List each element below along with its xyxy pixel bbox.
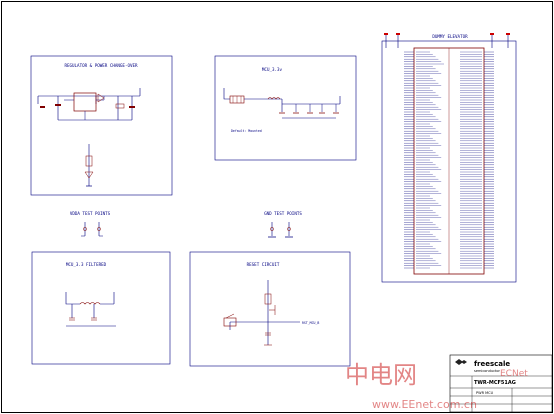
elevator-title: DUMMY ELEVATOR bbox=[432, 34, 468, 39]
gnd-section: GND TEST POINTS bbox=[264, 211, 302, 238]
sheet-name: PWR MCU bbox=[476, 391, 494, 395]
mcu33f-title: MCU_3.3 FILTERED bbox=[66, 262, 107, 267]
freescale-logo: freescale bbox=[474, 360, 510, 368]
rst-net-label: RST_MCU_B bbox=[302, 321, 319, 325]
watermark-url: www.EEnet.com.cn bbox=[372, 398, 477, 411]
watermark: 中电网 ECNet www.EEnet.com.cn bbox=[345, 361, 528, 411]
board-name: TWR-MCF51AG bbox=[474, 380, 516, 386]
title-block: freescale semiconductor TWR-MCF51AG PWR … bbox=[449, 354, 553, 413]
filter-inductor bbox=[79, 302, 101, 305]
reset-frame bbox=[189, 251, 351, 367]
regulator-section: REGULATOR & POWER CHANGE-OVER bbox=[30, 55, 173, 196]
mcu33-title: MCU_3.3v bbox=[262, 67, 283, 72]
watermark-latin: ECNet bbox=[500, 369, 528, 379]
elevator-frame bbox=[381, 40, 517, 283]
ferrite-bead bbox=[267, 97, 281, 100]
reset-title: RESET CIRCUIT bbox=[247, 262, 280, 267]
mcu33f-section: MCU_3.3 FILTERED bbox=[31, 251, 171, 365]
gnd-title: GND TEST POINTS bbox=[264, 211, 302, 216]
regulator-frame bbox=[30, 55, 173, 196]
mcu33-frame bbox=[214, 55, 357, 161]
elevator-section: DUMMY ELEVATOR bbox=[381, 33, 517, 283]
vdda-section: VDDA TEST POINTS bbox=[70, 211, 111, 237]
freescale-sub: semiconductor bbox=[474, 369, 501, 373]
mcu33-section: MCU_3.3v Default: Mounted bbox=[214, 55, 357, 161]
reset-section: RESET CIRCUIT RST_MCU_B bbox=[189, 251, 351, 367]
default-mounted-note: Default: Mounted bbox=[231, 129, 262, 133]
watermark-cn: 中电网 bbox=[345, 361, 417, 389]
reset-switch bbox=[223, 317, 237, 327]
regulator-title: REGULATOR & POWER CHANGE-OVER bbox=[64, 63, 138, 68]
elevator-pin-rows bbox=[404, 51, 494, 269]
mcu33f-frame bbox=[31, 251, 171, 365]
vdda-title: VDDA TEST POINTS bbox=[70, 211, 111, 216]
